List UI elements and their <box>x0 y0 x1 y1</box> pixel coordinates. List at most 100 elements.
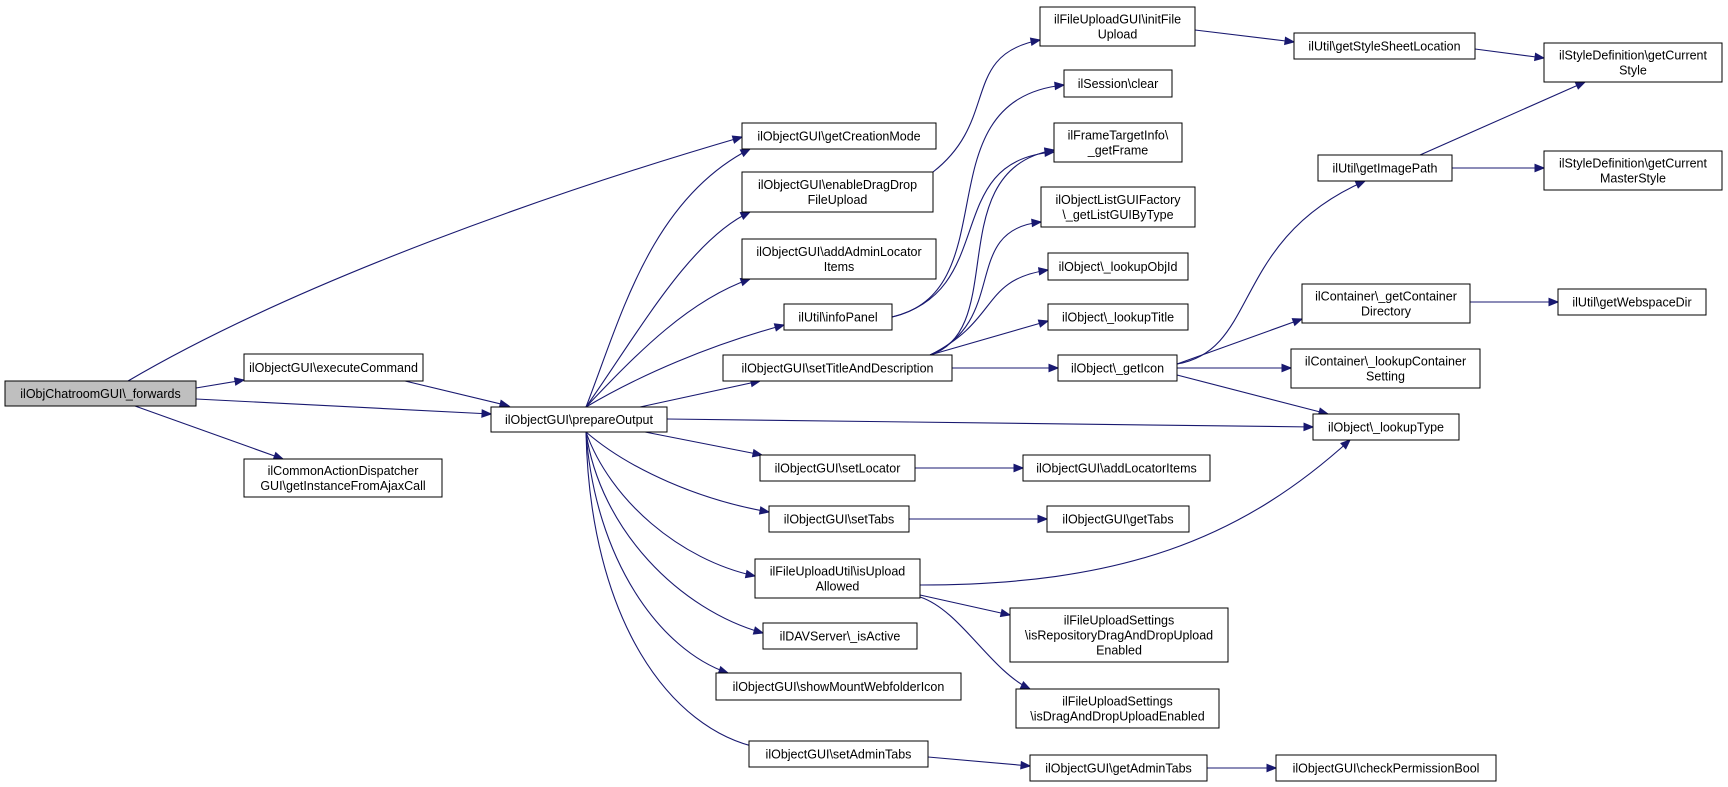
edge-prepOut-to-lookupType <box>666 418 1315 432</box>
arrowhead <box>1013 463 1025 473</box>
edge-enableDD-to-initFileUpload <box>932 37 1042 173</box>
node-cad[interactable]: ilCommonActionDispatcherGUI\getInstanceF… <box>243 458 443 498</box>
node-box <box>783 303 893 331</box>
arrowhead <box>1043 147 1056 156</box>
node-execCmd[interactable]: ilObjectGUI\executeCommand <box>243 353 424 382</box>
arrowhead <box>1534 163 1546 173</box>
edge-line <box>195 398 492 415</box>
node-label: ilObject\_lookupType <box>1328 421 1444 435</box>
arrowhead <box>1354 180 1367 189</box>
node-label: ilObject\_lookupTitle <box>1062 311 1174 325</box>
edge-setTitleDesc-to-frameTarget <box>929 147 1056 356</box>
edge-line <box>1419 81 1586 156</box>
node-box <box>762 622 918 650</box>
node-setTitleDesc[interactable]: ilObjectGUI\setTitleAndDescription <box>722 354 953 382</box>
node-box <box>1047 303 1189 331</box>
edge-line <box>585 431 761 749</box>
edge-line <box>927 756 1031 767</box>
node-box <box>1557 288 1707 316</box>
node-label: Items <box>824 260 855 274</box>
arrowhead <box>1548 297 1560 307</box>
node-box <box>759 454 916 482</box>
node-prepOut[interactable]: ilObjectGUI\prepareOutput <box>490 406 668 433</box>
node-lookupObjId[interactable]: ilObject\_lookupObjId <box>1047 252 1189 281</box>
node-box <box>1022 454 1211 482</box>
edge-line <box>919 439 1351 586</box>
node-label: ilContainer\_lookupContainer <box>1305 355 1466 369</box>
node-label: ilObjectListGUIFactory <box>1055 193 1181 207</box>
edge-getIcon-to-lookupContSetting <box>1177 363 1293 373</box>
node-setLocator[interactable]: ilObjectGUI\setLocator <box>759 454 916 482</box>
edge-line <box>639 380 761 408</box>
node-label: Allowed <box>816 580 860 594</box>
node-label: ilObjectGUI\getAdminTabs <box>1045 762 1192 776</box>
node-label: ilCommonActionDispatcher <box>268 464 419 478</box>
node-sessClear[interactable]: ilSession\clear <box>1063 69 1173 98</box>
node-label: ilFileUploadUtil\isUpload <box>770 565 906 579</box>
edge-line <box>585 211 751 408</box>
edge-line <box>929 269 1049 356</box>
node-setTabs[interactable]: ilObjectGUI\setTabs <box>768 505 910 533</box>
node-setAdminTabs[interactable]: ilObjectGUI\setAdminTabs <box>748 740 929 768</box>
node-label: ilFileUploadSettings <box>1062 695 1172 709</box>
node-box <box>722 354 953 382</box>
node-box <box>1046 505 1190 533</box>
node-checkPerm[interactable]: ilObjectGUI\checkPermissionBool <box>1275 754 1497 782</box>
node-getIcon[interactable]: ilObject\_getIcon <box>1057 354 1178 382</box>
node-getTabs[interactable]: ilObjectGUI\getTabs <box>1046 505 1190 533</box>
node-label: ilFileUploadSettings <box>1064 614 1174 628</box>
edge-prepOut-to-setTitleDesc <box>639 378 762 408</box>
node-showMount[interactable]: ilObjectGUI\showMountWebfolderIcon <box>715 672 962 701</box>
edge-root-to-prepOut <box>195 398 493 418</box>
node-webspaceDir[interactable]: ilUtil\getWebspaceDir <box>1557 288 1707 316</box>
node-styleSheetLoc[interactable]: ilUtil\getStyleSheetLocation <box>1293 32 1476 60</box>
node-box <box>1317 154 1453 182</box>
node-lookupType[interactable]: ilObject\_lookupType <box>1312 413 1460 441</box>
node-label: ilObjectGUI\enableDragDrop <box>758 178 917 192</box>
node-frameTarget[interactable]: ilFrameTargetInfo\_getFrame <box>1053 122 1183 163</box>
edge-line <box>919 596 1031 690</box>
edge-line <box>1176 180 1366 365</box>
node-box <box>1543 150 1723 191</box>
edge-line <box>1194 29 1295 43</box>
node-isRepoDD[interactable]: ilFileUploadSettings\isRepositoryDragAnd… <box>1009 607 1229 663</box>
node-infoPanel[interactable]: ilUtil\infoPanel <box>783 303 893 331</box>
node-addLocItems[interactable]: ilObjectGUI\addLocatorItems <box>1022 454 1211 482</box>
node-listGuiFactory[interactable]: ilObjectListGUIFactory\_getListGUIByType <box>1040 186 1196 228</box>
node-box <box>1029 754 1208 782</box>
node-box <box>741 122 937 150</box>
arrowhead <box>731 135 744 144</box>
arrowhead <box>1291 318 1304 327</box>
node-label: FileUpload <box>808 193 868 207</box>
arrowhead <box>1019 681 1032 690</box>
edge-prepOut-to-setLocator <box>644 431 764 458</box>
edge-getImagePath-to-curStyle <box>1419 81 1587 156</box>
node-label: ilFrameTargetInfo\ <box>1068 129 1169 143</box>
arrowhead <box>1303 422 1315 432</box>
edge-line <box>1474 48 1545 59</box>
arrowhead <box>999 608 1012 618</box>
node-root[interactable]: ilObjChatroomGUI\_forwards <box>4 380 197 407</box>
node-box <box>715 672 962 701</box>
edge-root-to-cad <box>134 405 285 460</box>
node-davActive[interactable]: ilDAVServer\_isActive <box>762 622 918 650</box>
node-box <box>741 238 937 280</box>
arrowhead <box>1037 267 1050 276</box>
node-getCreation[interactable]: ilObjectGUI\getCreationMode <box>741 122 937 150</box>
node-getImagePath[interactable]: ilUtil\getImagePath <box>1317 154 1453 182</box>
node-lookupTitle[interactable]: ilObject\_lookupTitle <box>1047 303 1189 331</box>
node-box <box>1040 186 1196 228</box>
edge-prepOut-to-isUploadAllowed <box>585 431 757 579</box>
node-box <box>741 171 934 213</box>
edge-prepOut-to-davActive <box>585 431 765 635</box>
node-getAdminTabs[interactable]: ilObjectGUI\getAdminTabs <box>1029 754 1208 782</box>
node-isDDEnabled[interactable]: ilFileUploadSettings\isDragAndDropUpload… <box>1015 688 1220 729</box>
